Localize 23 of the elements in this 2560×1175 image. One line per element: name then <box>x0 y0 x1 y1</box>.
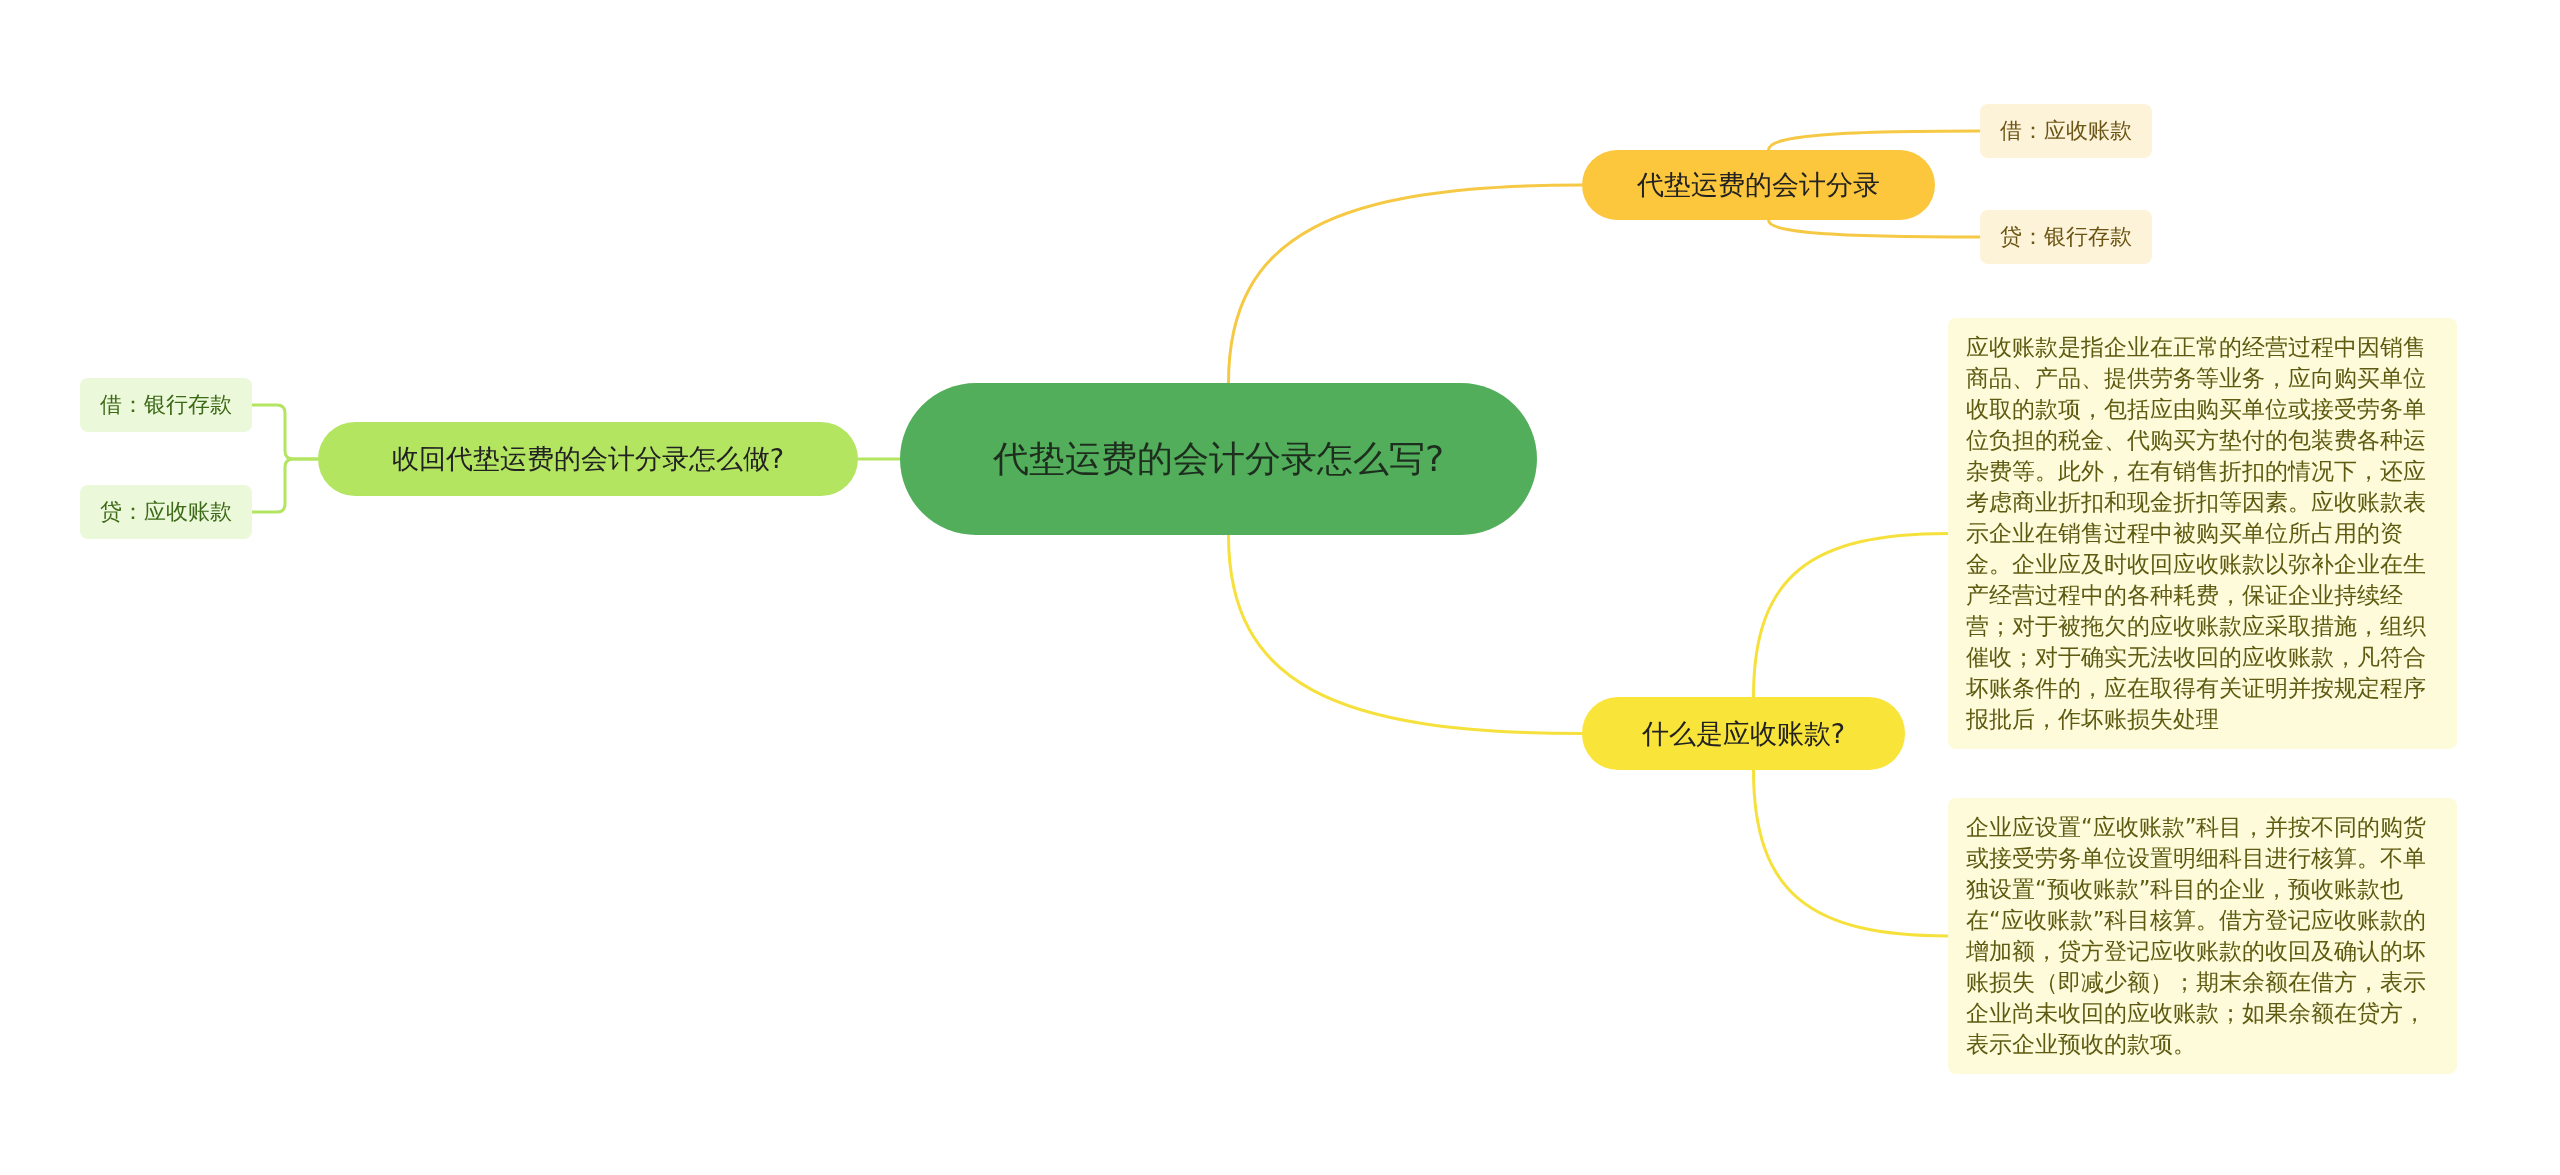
connector <box>1752 769 1949 938</box>
leaf-topic <box>80 485 252 539</box>
connector <box>1227 534 1583 735</box>
connector <box>1227 183 1583 384</box>
topic-label: 什么是应收账款? <box>1641 716 1846 751</box>
text-card <box>1948 318 2457 749</box>
leaf-topic <box>1980 104 2152 158</box>
connector <box>1752 532 1949 698</box>
topic-label: 代垫运费的会计分录怎么写? <box>992 436 1445 481</box>
connector <box>858 457 900 461</box>
topic-label: 代垫运费的会计分录 <box>1637 168 1880 202</box>
leaf-topic <box>80 378 252 432</box>
topic-label: 借：应收账款 <box>2000 117 2132 145</box>
topic-label: 借：银行存款 <box>100 391 232 419</box>
paragraph-text: 应收账款是指企业在正常的经营过程中因销售商品、产品、提供劳务等业务，应向购买单位收取的款项，包括应由购买单位或接受劳务单位负担的税金、代购买方垫付的包装费各种运杂费等。此外，在有销售折扣的情况下，还应考虑商业折扣和现金折扣等因素。应收账款表示企业在销售过程中被购买单位所占用的资金。企业应及时收回应收账款以弥补企业在生产经营过程中的各种耗费，保证企业持续经营；对于被拖欠的应收账款应采取措施，组织催收；对于确实无法收回的应收账款，凡符合坏账条件的，应在取得有关证明并按规定程序报批后，作坏账损失处理 <box>1966 333 2427 734</box>
topic-label: 贷：银行存款 <box>2000 223 2132 251</box>
connector <box>1767 129 1980 151</box>
topic-label: 贷：应收账款 <box>100 498 232 526</box>
leaf-topic <box>1980 210 2152 264</box>
topic-label: 收回代垫运费的会计分录怎么做? <box>391 442 785 476</box>
text-card <box>1948 798 2457 1074</box>
connector <box>1767 219 1980 239</box>
paragraph-text: 企业应设置“应收账款”科目，并按不同的购货或接受劳务单位设置明细科目进行核算。不单独设置“预收账款”科目的企业，预收账款也在“应收账款”科目核算。借方登记应收账款的增加额，贷方登记应收账款的收回及确认的坏账损失（即减少额）；期末余额在借方，表示企业尚未收回的应收账款；如果余额在贷方，表示企业预收的款项。 <box>1966 813 2428 1059</box>
